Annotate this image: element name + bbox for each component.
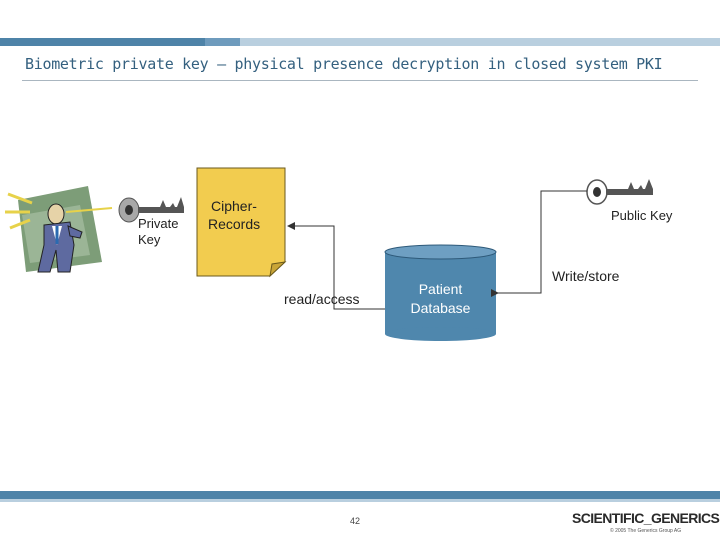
cipher-records-label: Cipher- Records (208, 198, 261, 232)
person-illustration (5, 186, 113, 273)
footer-bar-light (0, 499, 720, 502)
patient-database-label: Patient Database (410, 281, 471, 316)
public-key-label: Public Key (611, 208, 673, 223)
private-key-label: Private Key (138, 216, 179, 247)
cipher-records-note (196, 167, 287, 278)
header-bar-dark (0, 38, 205, 46)
write-store-label: Write/store (552, 268, 620, 284)
write-store-connector (491, 190, 587, 297)
page-number: 42 (350, 516, 361, 526)
read-access-connector (287, 222, 385, 310)
company-logo: SCIENTIFIC_GENERICS (572, 510, 720, 526)
public-key-icon (586, 179, 653, 205)
private-key-icon (118, 197, 184, 223)
copyright-text: © 2005 The Generics Group AG (610, 528, 682, 534)
patient-database-cylinder (384, 244, 497, 341)
read-access-label: read/access (284, 291, 360, 307)
slide-title: Biometric private key – physical presenc… (25, 55, 663, 73)
header-bar-mid (205, 38, 240, 46)
footer-bar-dark (0, 491, 720, 499)
header-bar-light (240, 38, 720, 46)
title-divider (22, 80, 698, 81)
